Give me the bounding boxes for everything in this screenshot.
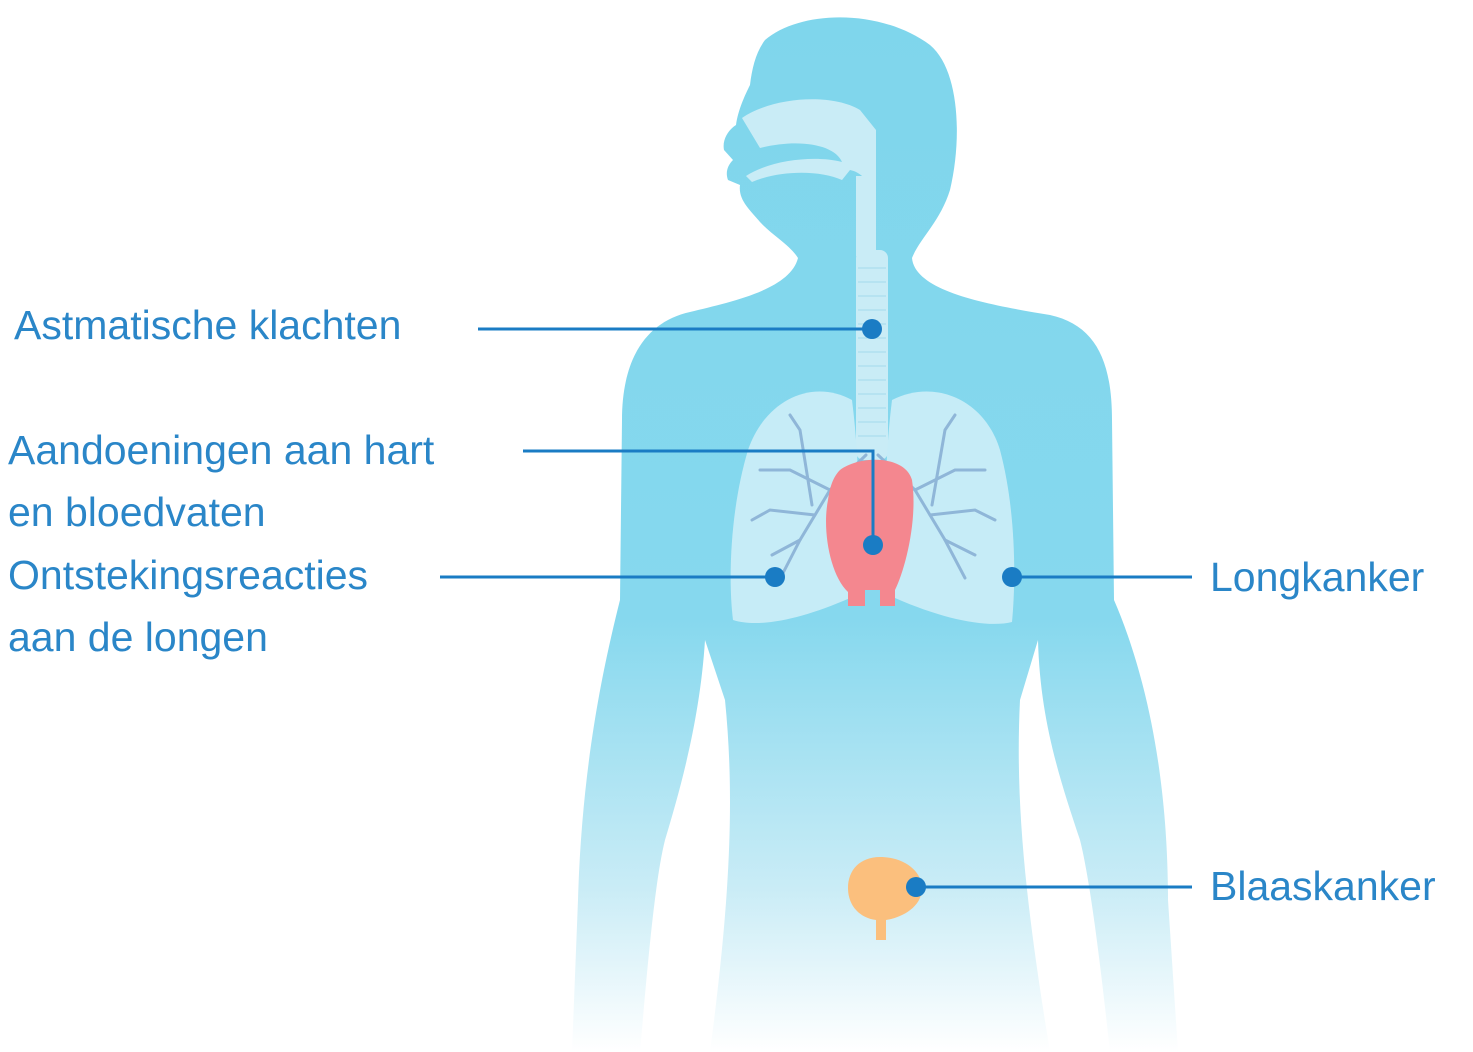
label-lung-inflammation: Ontstekingsreacties aan de longen <box>8 544 368 668</box>
bladder-cancer-marker-dot <box>906 877 926 897</box>
label-lung-inflammation-line-1: Ontstekingsreacties <box>8 544 368 606</box>
label-asthma: Astmatische klachten <box>14 294 401 356</box>
label-heart-vessels: Aandoeningen aan hart en bloedvaten <box>8 419 434 543</box>
label-asthma-text: Astmatische klachten <box>14 294 401 356</box>
label-bladder-cancer-text: Blaaskanker <box>1210 855 1436 917</box>
label-lung-cancer-text: Longkanker <box>1210 546 1424 608</box>
asthma-marker-dot <box>862 319 882 339</box>
heart-marker-dot <box>863 535 883 555</box>
label-heart-vessels-line-1: Aandoeningen aan hart <box>8 419 434 481</box>
inflammation-marker-dot <box>765 567 785 587</box>
label-lung-inflammation-line-2: aan de longen <box>8 606 368 668</box>
label-lung-cancer: Longkanker <box>1210 546 1424 608</box>
trachea-upper <box>856 176 876 256</box>
lung-cancer-marker-dot <box>1002 567 1022 587</box>
label-bladder-cancer: Blaaskanker <box>1210 855 1436 917</box>
label-heart-vessels-line-2: en bloedvaten <box>8 481 434 543</box>
